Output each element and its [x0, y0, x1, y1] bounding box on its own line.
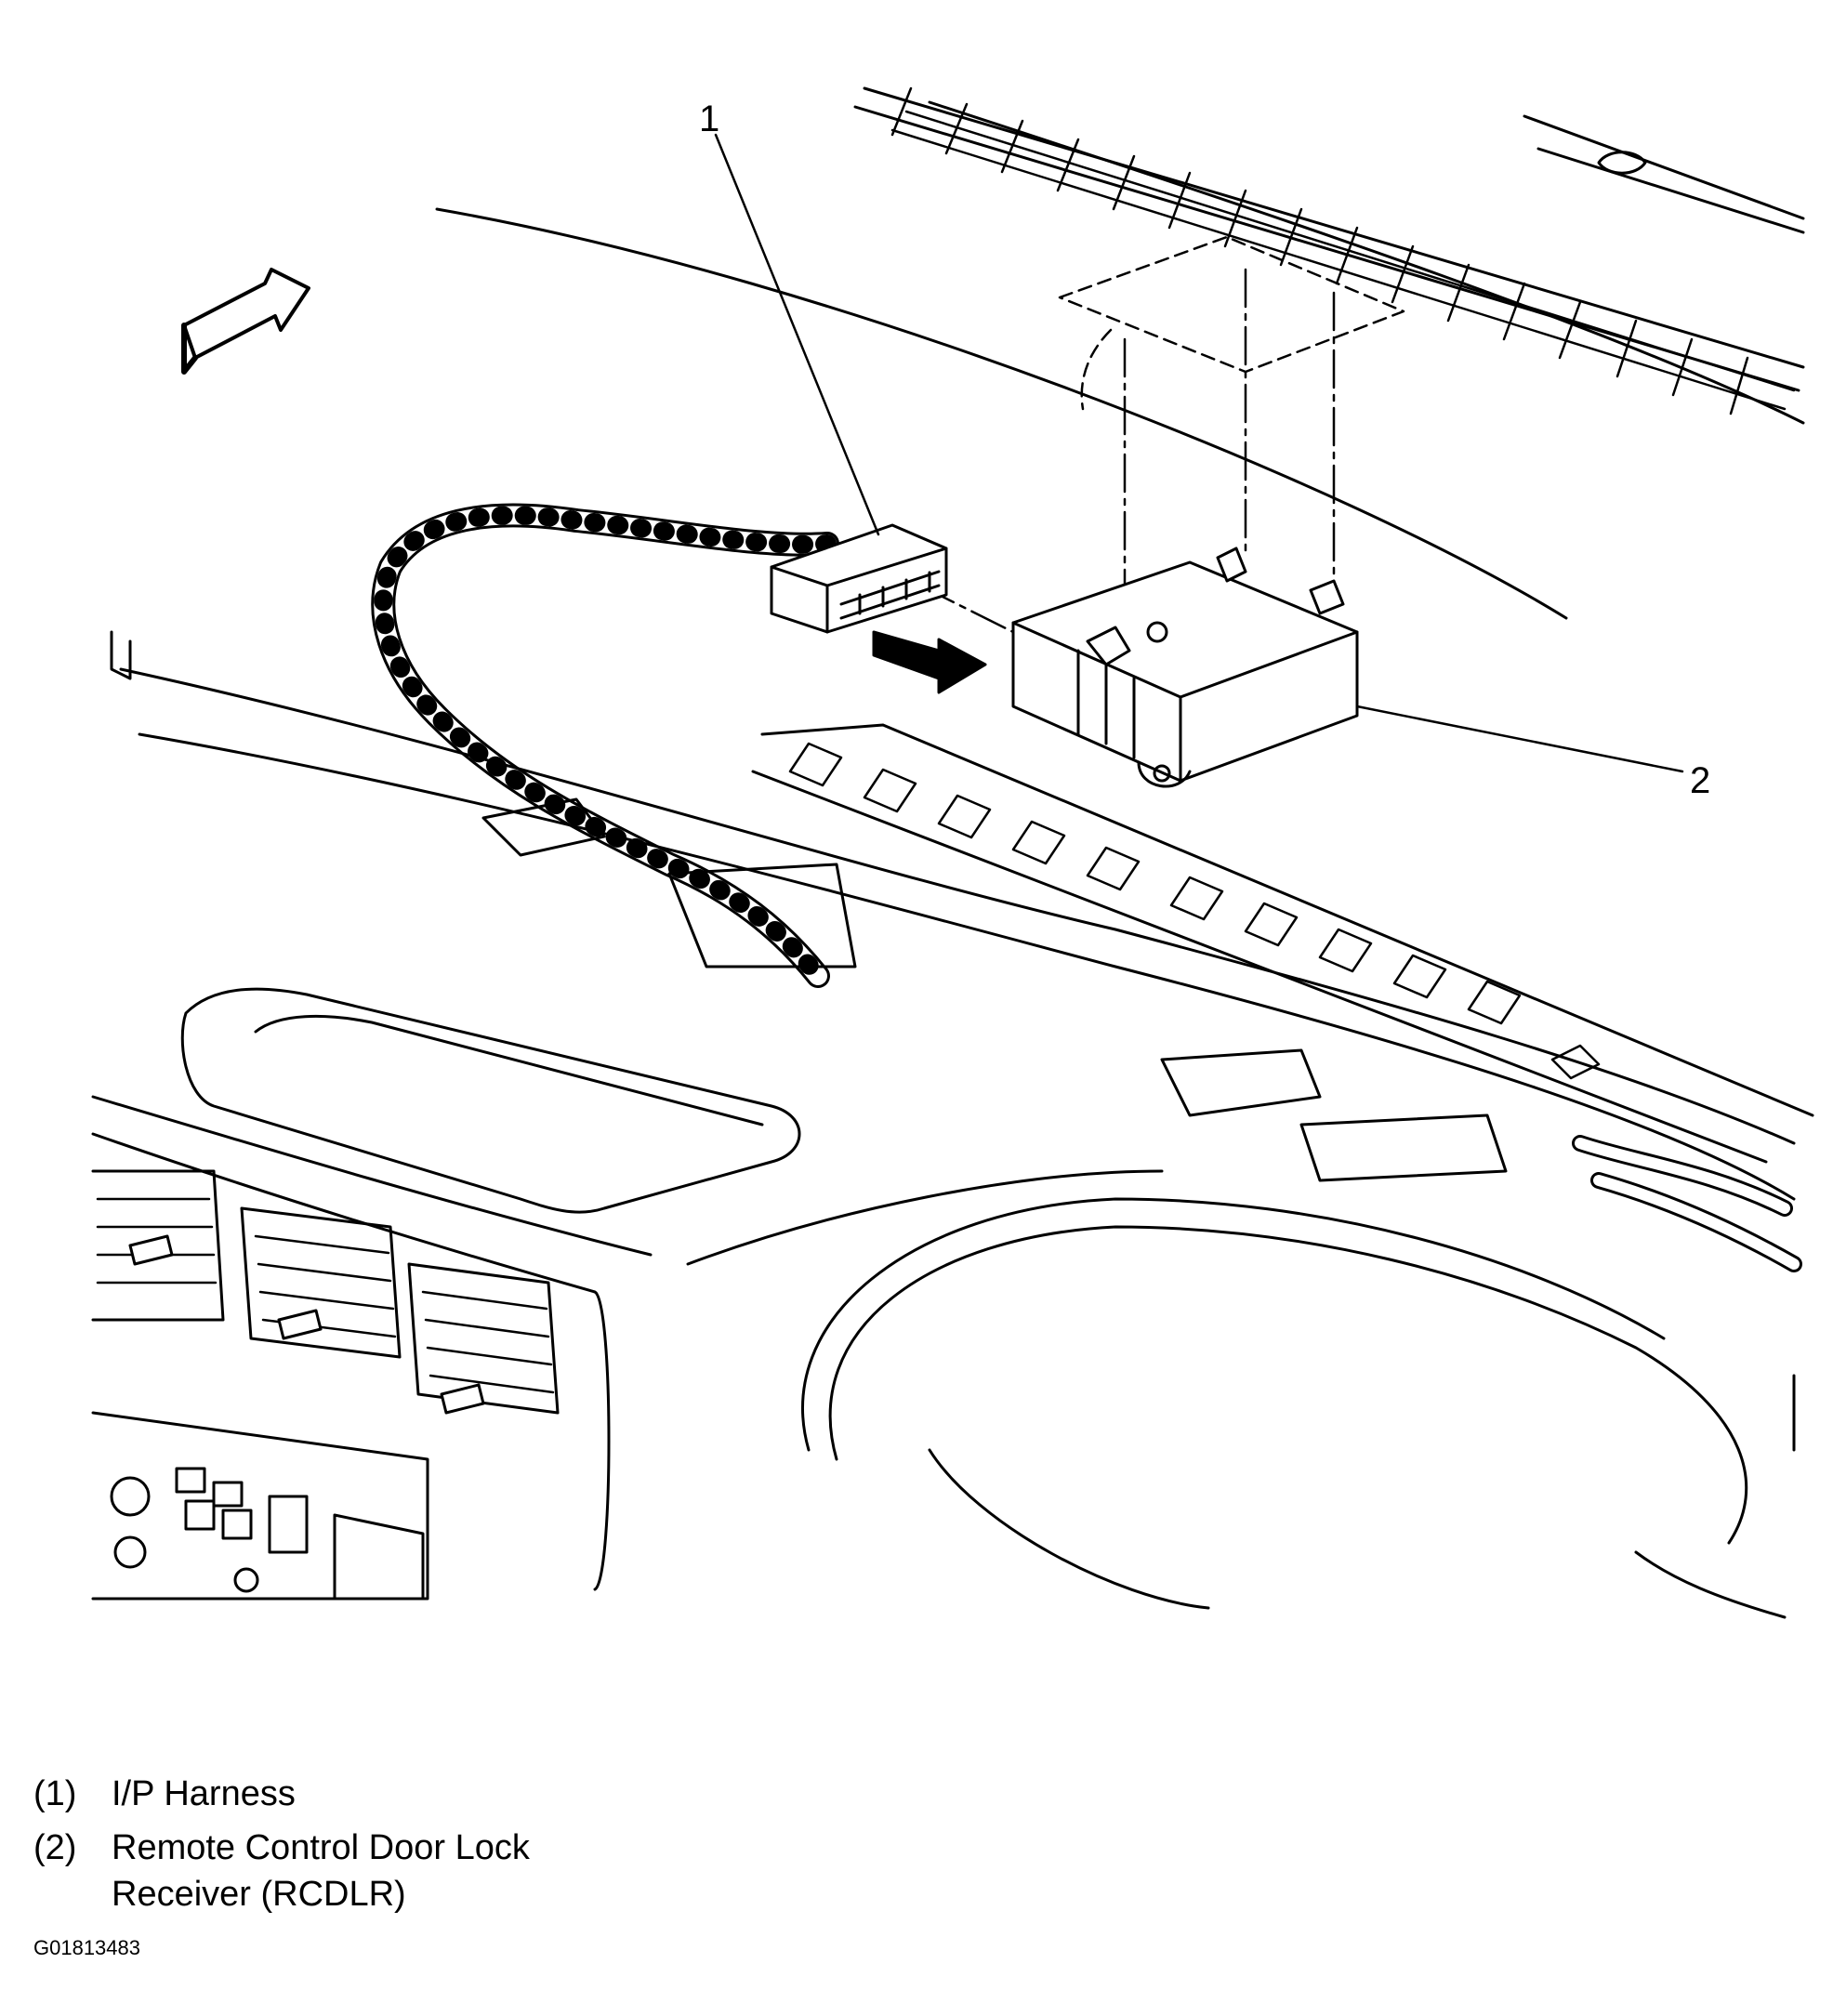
figure-id: G01813483 [33, 1936, 140, 1959]
legend-item-number: (1) [33, 1774, 77, 1813]
defroster-grille [853, 86, 1805, 425]
insert-arrow-icon [872, 630, 987, 694]
ip-harness [371, 503, 839, 988]
legend: (1) I/P Harness (2) Remote Control Door … [33, 1771, 632, 1925]
callout-2-label: 2 [1690, 760, 1711, 801]
installation-diagram: 1 2 [91, 86, 1814, 1619]
mounting-location-outline [1058, 235, 1405, 411]
legend-item: (1) I/P Harness [33, 1771, 632, 1817]
callout-1-label: 1 [699, 99, 720, 139]
cowl-line [435, 207, 1568, 620]
dash-pad [91, 987, 1164, 1591]
radio-panel [91, 1411, 429, 1601]
center-air-vents [91, 1169, 560, 1415]
legend-item-number: (2) [33, 1828, 77, 1867]
harness-connector [770, 523, 948, 634]
front-arrow-icon [181, 268, 310, 375]
leader-line-2 [1355, 705, 1684, 773]
rcdlr-module [1011, 547, 1359, 788]
leader-line-1 [714, 133, 880, 536]
legend-item-text: Remote Control Door Lock Receiver (RCDLR… [112, 1828, 530, 1914]
legend-item-text: I/P Harness [112, 1774, 296, 1813]
diagram-drawing [91, 86, 1814, 1619]
glove-box-opening [801, 1197, 1796, 1619]
instrument-panel [110, 630, 1814, 1272]
legend-item: (2) Remote Control Door Lock Receiver (R… [33, 1825, 632, 1917]
